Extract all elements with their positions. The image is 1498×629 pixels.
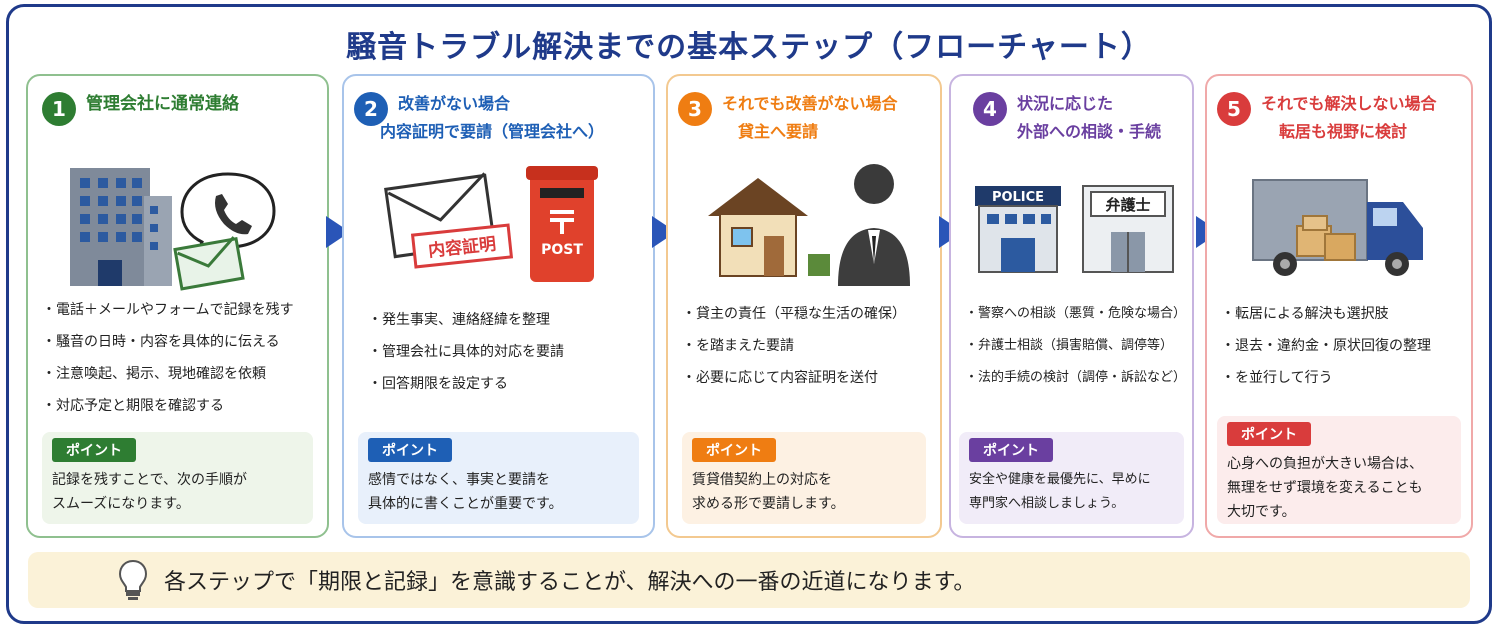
step-card-4: 4 状況に応じた 外部への相談・手続 POLICE 弁護士 警察への相談（悪質・…: [949, 74, 1194, 538]
point-box: ポイント 記録を残すことで、次の手順が スムーズになります。: [42, 432, 313, 524]
step-number-badge: 3: [678, 92, 712, 126]
point-label: ポイント: [1227, 422, 1311, 446]
list-item: 回答期限を設定する: [368, 368, 643, 400]
step-heading: それでも解決しない場合 転居も視野に検討: [1261, 90, 1437, 146]
point-box: ポイント 感情ではなく、事実と要請を 具体的に書くことが重要です。: [358, 432, 639, 524]
list-item: 注意喚起、掲示、現地確認を依頼: [42, 358, 317, 390]
step-header: 5 それでも解決しない場合 転居も視野に検討: [1217, 90, 1461, 154]
list-item: 対応予定と期限を確認する: [42, 390, 317, 422]
step-illustration: POLICE 弁護士: [951, 156, 1192, 356]
point-label: ポイント: [969, 438, 1053, 462]
step-illustration: 内容証明 POST: [344, 156, 653, 356]
step-bullet-list: 電話＋メールやフォームで記録を残す 騒音の日時・内容を具体的に伝える 注意喚起、…: [42, 294, 317, 422]
step-bullet-list: 貸主の責任（平穏な生活の確保） を踏まえた要請 必要に応じて内容証明を送付: [682, 298, 930, 394]
step-header: 1 管理会社に通常連絡: [42, 90, 317, 154]
list-item: 転居による解決も選択肢: [1221, 298, 1461, 330]
list-item: 法的手続の検討（調停・訴訟など）: [965, 362, 1186, 394]
list-item: 退去・違約金・原状回復の整理: [1221, 330, 1461, 362]
letter-postbox-icon: 内容証明 POST: [384, 166, 598, 282]
list-item: を踏まえた要請: [682, 330, 930, 362]
step-heading-line: 内容証明で要請（管理会社へ）: [380, 122, 605, 141]
point-box: ポイント 賃貸借契約上の対応を 求める形で要請します。: [682, 432, 926, 524]
point-label: ポイント: [692, 438, 776, 462]
point-text: 記録を残すことで、次の手順が スムーズになります。: [52, 472, 248, 512]
lawyer-sign-label: 弁護士: [1105, 196, 1150, 214]
lightbulb-icon: [118, 559, 148, 600]
list-item: 貸主の責任（平穏な生活の確保）: [682, 298, 930, 330]
step-bullet-list: 発生事実、連絡経緯を整理 管理会社に具体的対応を要請 回答期限を設定する: [368, 304, 643, 400]
step-number-badge: 4: [973, 92, 1007, 126]
list-item: 騒音の日時・内容を具体的に伝える: [42, 326, 317, 358]
step-bullet-list: 警察への相談（悪質・危険な場合） 弁護士相談（損害賠償、調停等） 法的手続の検討…: [965, 298, 1186, 394]
step-heading-line: 管理会社に通常連絡: [86, 94, 239, 114]
step-header: 2 改善がない場合 内容証明で要請（管理会社へ）: [354, 90, 643, 154]
step-heading-line: 外部への相談・手続: [1017, 122, 1162, 141]
step-number-badge: 5: [1217, 92, 1251, 126]
point-text: 感情ではなく、事実と要請を 具体的に書くことが重要です。: [368, 472, 563, 512]
step-heading-line: 状況に応じた: [1017, 94, 1114, 113]
list-item: 発生事実、連絡経緯を整理: [368, 304, 643, 336]
step-card-3: 3 それでも改善がない場合 貸主へ要請 貸主の責任（平穏な生活の確保） を踏まえ…: [666, 74, 942, 538]
step-illustration: [28, 156, 327, 356]
police-lawyer-building-icon: POLICE 弁護士: [975, 185, 1174, 273]
post-label: POST: [541, 242, 583, 258]
step-header: 3 それでも改善がない場合 貸主へ要請: [678, 90, 930, 154]
flow-arrow-icon: [326, 216, 350, 248]
police-sign-label: POLICE: [992, 190, 1044, 205]
step-heading-line: 貸主へ要請: [738, 122, 819, 141]
step-card-2: 2 改善がない場合 内容証明で要請（管理会社へ） 内容証明 POST 発生事実、…: [342, 74, 655, 538]
step-number-badge: 2: [354, 92, 388, 126]
step-heading-line: それでも解決しない場合: [1261, 94, 1437, 113]
moving-truck-icon: [1252, 179, 1423, 276]
point-text: 賃貸借契約上の対応を 求める形で要請します。: [692, 472, 845, 512]
step-illustration: [1207, 156, 1471, 356]
house-landlord-icon: [708, 164, 910, 286]
step-heading: それでも改善がない場合 貸主へ要請: [722, 90, 898, 146]
step-number-badge: 1: [42, 92, 76, 126]
list-item: 電話＋メールやフォームで記録を残す: [42, 294, 317, 326]
point-text: 心身への負担が大きい場合は、 無理をせず環境を変えることも 大切です。: [1227, 456, 1423, 520]
step-heading-line: 改善がない場合: [398, 94, 511, 113]
step-heading: 改善がない場合 内容証明で要請（管理会社へ）: [380, 90, 604, 146]
list-item: 弁護士相談（損害賠償、調停等）: [965, 330, 1182, 362]
point-box: ポイント 安全や健康を最優先に、早めに 専門家へ相談しましょう。: [959, 432, 1184, 524]
point-label: ポイント: [52, 438, 136, 462]
list-item: 警察への相談（悪質・危険な場合）: [965, 298, 1186, 330]
office-building-phone-icon: [70, 168, 276, 291]
point-text: 安全や健康を最優先に、早めに 専門家へ相談しましょう。: [969, 472, 1151, 511]
page-title: 騒音トラブル解決までの基本ステップ（フローチャート）: [346, 30, 1152, 65]
step-heading: 管理会社に通常連絡: [86, 90, 239, 118]
list-item: 管理会社に具体的対応を要請: [368, 336, 643, 368]
point-label: ポイント: [368, 438, 452, 462]
step-header: 4 状況に応じた 外部への相談・手続: [973, 90, 1182, 154]
step-bullet-list: 転居による解決も選択肢 退去・違約金・原状回復の整理 を並行して行う: [1221, 298, 1461, 394]
list-item: を並行して行う: [1221, 362, 1461, 394]
footer-tip-bar: 各ステップで「期限と記録」を意識することが、解決への一番の近道になります。: [28, 552, 1470, 608]
list-item: 必要に応じて内容証明を送付: [682, 362, 930, 394]
flow-arrow-icon: [652, 216, 676, 248]
step-heading-line: それでも改善がない場合: [722, 94, 898, 113]
step-heading-line: 転居も視野に検討: [1279, 122, 1408, 141]
step-illustration: [668, 156, 940, 356]
point-box: ポイント 心身への負担が大きい場合は、 無理をせず環境を変えることも 大切です。: [1217, 416, 1461, 524]
footer-text: 各ステップで「期限と記録」を意識することが、解決への一番の近道になります。: [164, 570, 976, 595]
step-heading: 状況に応じた 外部への相談・手続: [1017, 90, 1161, 146]
step-card-1: 1 管理会社に通常連絡 電話＋メールやフォームで記録を残す 騒音の日時・内容を具…: [26, 74, 329, 538]
step-card-5: 5 それでも解決しない場合 転居も視野に検討 転居による解決も選択肢 退去・違約…: [1205, 74, 1473, 538]
